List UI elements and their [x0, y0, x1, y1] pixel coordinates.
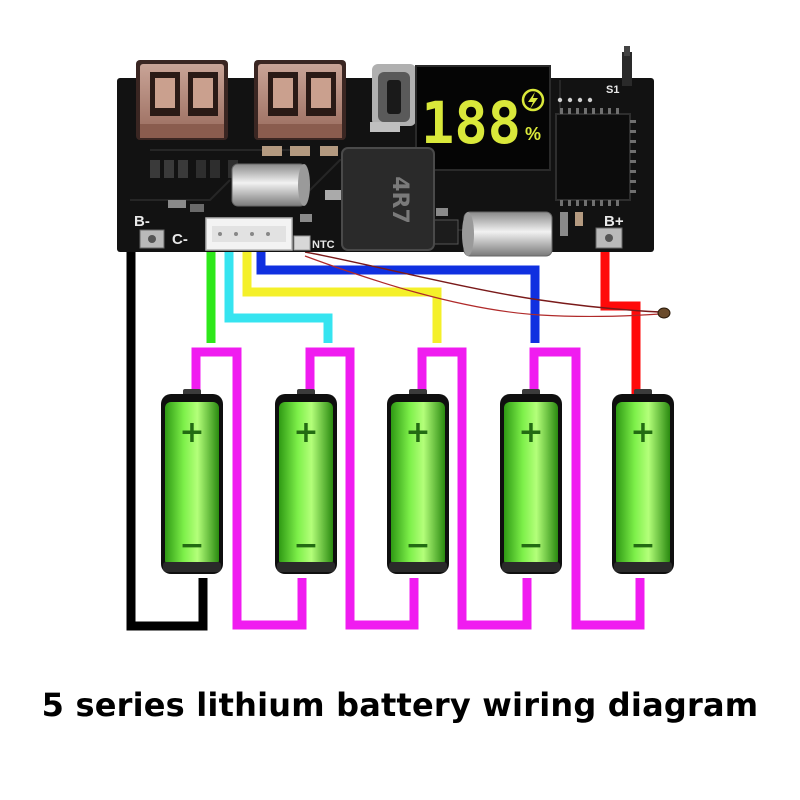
tactile-switch: S1: [606, 46, 632, 96]
usb-c-port: [372, 64, 416, 126]
usb-a-port-2: [254, 60, 346, 140]
battery-terminal-negative: [277, 562, 335, 572]
battery-terminal-negative: [502, 562, 560, 572]
ntc-thermistor-wire-2: [304, 255, 661, 318]
capacitor-right: [462, 211, 553, 257]
battery-plus-sign: +: [179, 415, 204, 450]
yellow-balance-wire: [242, 250, 442, 343]
smd-components: [150, 122, 583, 245]
red-b-plus-wire: [600, 248, 641, 394]
battery-terminal-negative: [614, 562, 672, 572]
inductor-4r7: 4R7: [341, 147, 435, 251]
diagram-caption: 5 series lithium battery wiring diagram: [41, 686, 759, 724]
battery-terminal-negative: [163, 562, 221, 572]
battery-body: [165, 402, 219, 566]
battery-body: [391, 402, 445, 566]
cyan-balance-wire: [224, 250, 333, 343]
usb-a-port-1: [136, 60, 228, 140]
display-percent: %: [525, 124, 541, 144]
battery-body: [279, 402, 333, 566]
battery-plus-sign: +: [293, 415, 318, 450]
battery-plus-sign: +: [405, 415, 430, 450]
blue-balance-wire: [256, 250, 540, 343]
balance-connector: [205, 217, 293, 251]
magenta-series-wire: [191, 347, 645, 630]
battery-minus-sign: −: [630, 528, 655, 563]
ntc-connector: [293, 235, 311, 251]
b-minus-pad-hole: [148, 235, 156, 243]
led-dots: [557, 97, 593, 103]
switch-label: S1: [606, 84, 619, 96]
battery-cell-2: +−: [275, 389, 337, 574]
capacitor-left: [231, 163, 310, 207]
battery-cells: +−+−+−+−+−: [161, 389, 674, 574]
battery-cell-4: +−: [500, 389, 562, 574]
b-plus-label: B+: [604, 213, 624, 230]
battery-minus-sign: −: [518, 528, 543, 563]
ntc-label: NTC: [312, 239, 335, 251]
ntc-thermistor-wire: [304, 251, 661, 313]
lightning-icon: [521, 88, 545, 112]
battery-plus-sign: +: [630, 415, 655, 450]
b-minus-label: B-: [134, 213, 150, 230]
pcb-board: 188 %: [117, 46, 654, 257]
led-display: 188 %: [415, 65, 551, 171]
main-ic-chip: [555, 108, 636, 206]
ntc-thermistor-bead: [657, 307, 671, 319]
battery-body: [616, 402, 670, 566]
battery-cell-1: +−: [161, 389, 223, 574]
display-digits: 188: [421, 89, 521, 157]
battery-cell-3: +−: [387, 389, 449, 574]
battery-minus-sign: −: [293, 528, 318, 563]
lightning-bolt: [528, 92, 538, 109]
battery-cell-5: +−: [612, 389, 674, 574]
black-b-minus-wire: [126, 250, 208, 631]
wires: [126, 248, 671, 631]
battery-minus-sign: −: [179, 528, 204, 563]
battery-terminal-negative: [389, 562, 447, 572]
c-minus-label: C-: [172, 231, 188, 248]
battery-body: [504, 402, 558, 566]
b-plus-pad-hole: [605, 234, 613, 242]
battery-minus-sign: −: [405, 528, 430, 563]
inductor-label: 4R7: [387, 176, 412, 224]
battery-plus-sign: +: [518, 415, 543, 450]
